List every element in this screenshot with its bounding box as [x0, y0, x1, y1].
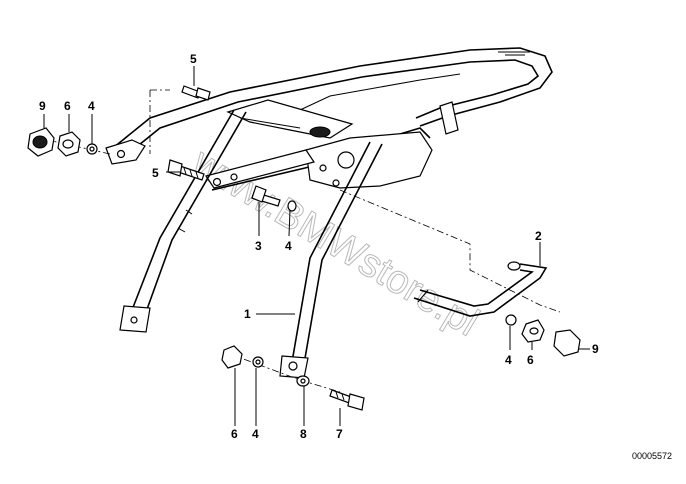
callout-2: 2: [535, 229, 542, 243]
rear-frame: [105, 47, 553, 379]
assembly-line-right: [339, 189, 561, 313]
callout-1: 1: [244, 307, 251, 321]
hardware-right: [505, 314, 581, 357]
callout-9-right: 9: [592, 342, 599, 356]
assembly-line-top: [149, 89, 170, 154]
part-2-bar: [413, 261, 548, 317]
bolt-5-top: [181, 85, 211, 101]
callout-6-left: 6: [64, 99, 71, 113]
callout-8: 8: [300, 427, 307, 441]
callout-3: 3: [255, 239, 262, 253]
callout-5-mid: 5: [152, 166, 159, 180]
leader-lines: [43, 66, 590, 426]
reference-number: 00005572: [632, 451, 672, 461]
hardware-left: [27, 127, 98, 157]
callout-6-right: 6: [527, 353, 534, 367]
callout-4-bottom: 4: [252, 427, 259, 441]
callout-4-mid: 4: [285, 239, 292, 253]
hardware-bottom: [221, 345, 365, 411]
callout-9-left: 9: [39, 99, 46, 113]
callout-4-right: 4: [505, 353, 512, 367]
callout-6-bottom: 6: [231, 427, 238, 441]
callout-5-top: 5: [190, 52, 197, 66]
bolt-3: [251, 185, 297, 212]
callout-4-left: 4: [88, 99, 95, 113]
callout-7: 7: [336, 427, 343, 441]
